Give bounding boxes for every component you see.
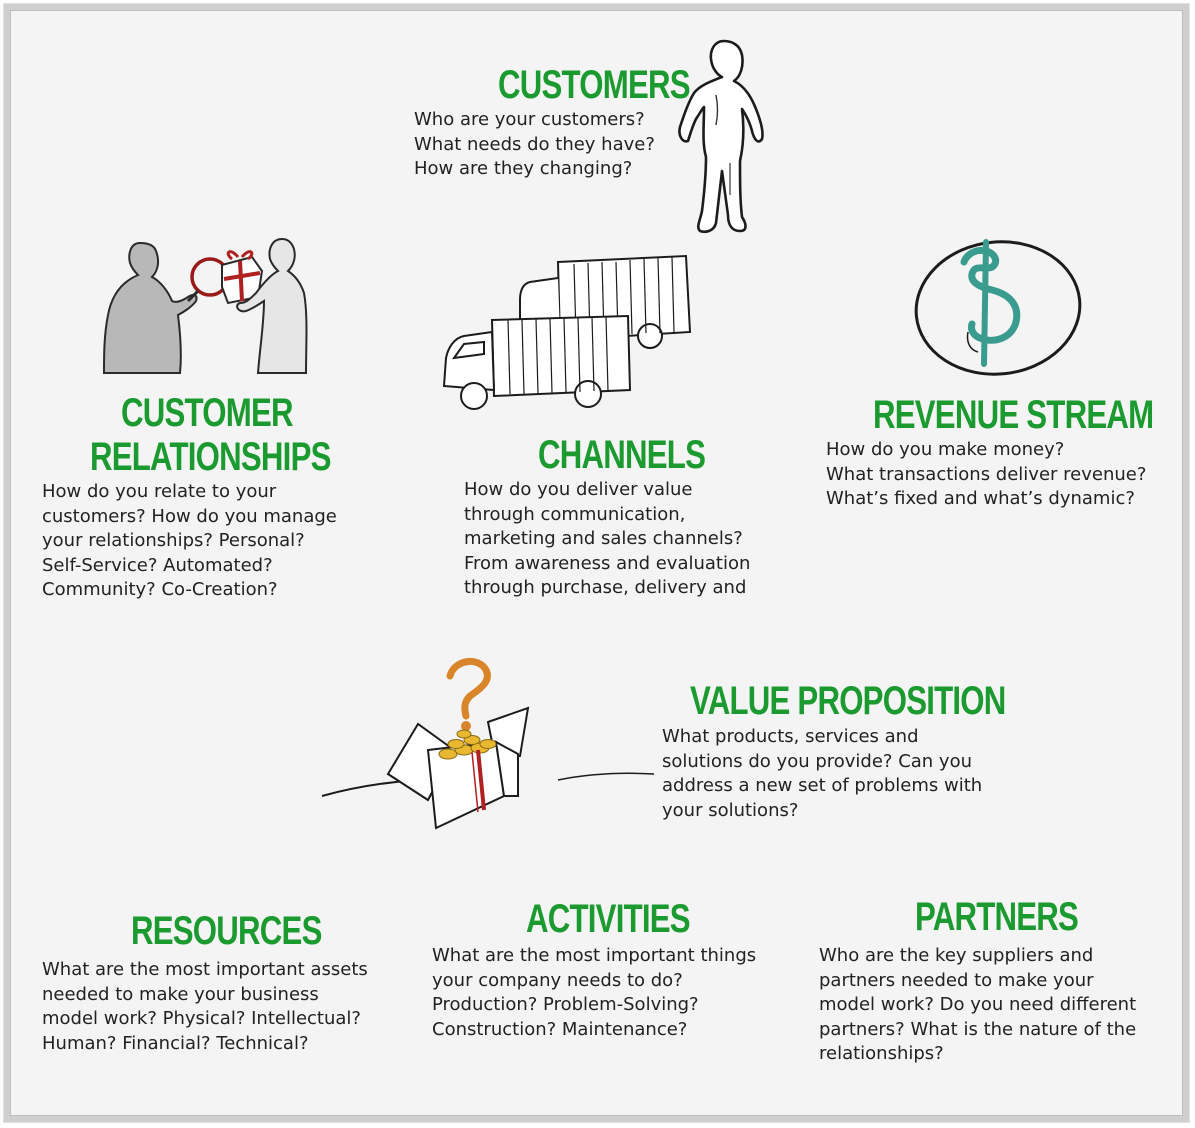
resources-line-4: Human? Financial? Technical? bbox=[42, 1032, 309, 1054]
revenue-stream-line-2: What transactions deliver revenue? bbox=[826, 463, 1147, 485]
customer-relationships-title-line-2: RELATIONSHIPS bbox=[90, 435, 331, 479]
value-proposition-line-1: What products, services and bbox=[662, 726, 919, 747]
value-proposition-line-4: your solutions? bbox=[662, 799, 799, 821]
customers-line-2: What needs do they have? bbox=[414, 133, 655, 155]
partners-title: PARTNERS bbox=[915, 895, 1079, 939]
partners-line-4: partners? What is the nature of the bbox=[819, 1018, 1137, 1040]
channels-line-2: through communication, bbox=[464, 503, 686, 525]
customers-line-3: How are they changing? bbox=[414, 158, 633, 179]
channels-description: How do you deliver value through communi… bbox=[464, 478, 750, 601]
channels-line-1: How do you deliver value bbox=[464, 479, 693, 500]
partners-line-3: model work? Do you need different bbox=[819, 994, 1137, 1015]
delivery-trucks-icon bbox=[442, 254, 692, 410]
resources-line-1: What are the most important assets bbox=[42, 959, 368, 980]
customer-relationships-line-1: How do you relate to your bbox=[42, 481, 277, 502]
value-proposition-line-3: address a new set of problems with bbox=[662, 775, 983, 796]
dollar-sign-icon bbox=[914, 239, 1082, 376]
resources-line-2: needed to make your business bbox=[42, 983, 319, 1005]
customers-title: CUSTOMERS bbox=[498, 63, 691, 107]
customers-description: Who are your customers? What needs do th… bbox=[414, 108, 655, 182]
channels-line-3: marketing and sales channels? bbox=[464, 528, 743, 549]
activities-line-3: Production? Problem-Solving? bbox=[432, 994, 699, 1015]
activities-description: What are the most important things your … bbox=[432, 944, 756, 1042]
resources-title: RESOURCES bbox=[131, 909, 322, 953]
channels-title: CHANNELS bbox=[538, 433, 706, 477]
customer-relationships-line-5: Community? Co-Creation? bbox=[42, 579, 278, 600]
value-proposition-line-2: solutions do you provide? Can you bbox=[662, 750, 973, 772]
activities-title: ACTIVITIES bbox=[526, 897, 691, 941]
customer-relationships-description: How do you relate to your customers? How… bbox=[42, 480, 337, 603]
customer-relationships-line-3: your relationships? Personal? bbox=[42, 530, 305, 551]
partners-line-5: relationships? bbox=[819, 1043, 944, 1064]
revenue-stream-description: How do you make money? What transactions… bbox=[826, 438, 1146, 512]
value-proposition-description: What products, services and solutions do… bbox=[662, 725, 982, 823]
resources-line-3: model work? Physical? Intellectual? bbox=[42, 1008, 361, 1029]
customers-line-1: Who are your customers? bbox=[414, 109, 645, 130]
gift-exchange-icon bbox=[102, 237, 308, 374]
partners-line-2: partners needed to make your bbox=[819, 969, 1094, 991]
activities-line-2: your company needs to do? bbox=[432, 969, 683, 991]
activities-line-4: Construction? Maintenance? bbox=[432, 1018, 688, 1040]
customer-relationships-line-2: customers? How do you manage bbox=[42, 505, 337, 527]
revenue-stream-line-3: What’s fixed and what’s dynamic? bbox=[826, 488, 1135, 509]
resources-description: What are the most important assets neede… bbox=[42, 958, 368, 1056]
customer-relationships-line-4: Self-Service? Automated? bbox=[42, 554, 273, 576]
partners-description: Who are the key suppliers and partners n… bbox=[819, 944, 1136, 1067]
value-proposition-title: VALUE PROPOSITION bbox=[690, 679, 1006, 723]
partners-line-1: Who are the key suppliers and bbox=[819, 945, 1094, 966]
revenue-stream-title: REVENUE STREAM bbox=[873, 393, 1154, 437]
activities-line-1: What are the most important things bbox=[432, 945, 757, 966]
treasure-box-icon bbox=[321, 658, 655, 830]
revenue-stream-line-1: How do you make money? bbox=[826, 439, 1065, 460]
channels-line-5: through purchase, delivery and bbox=[464, 577, 747, 598]
standing-person-icon bbox=[678, 39, 764, 234]
customer-relationships-title-line-1: CUSTOMER bbox=[121, 391, 294, 435]
canvas-frame bbox=[4, 4, 1189, 1122]
channels-line-4: From awareness and evaluation bbox=[464, 552, 751, 574]
